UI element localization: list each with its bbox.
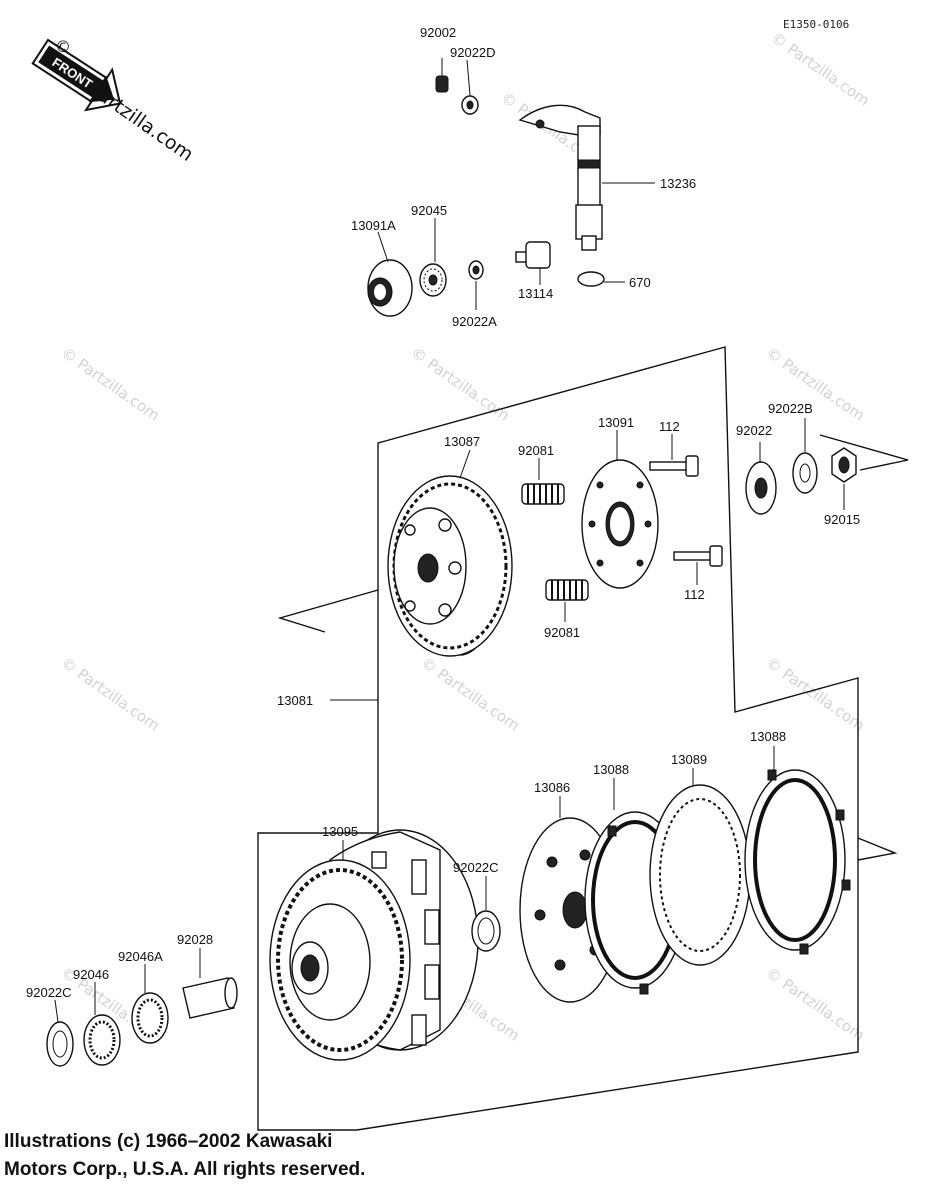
label-92022C-center: 92022C [453,860,499,875]
watermark: © Partzilla.com [58,344,163,425]
part-92081-spring-lower [545,579,589,601]
part-92022C-washer-left [46,1021,74,1067]
label-92046: 92046 [73,967,109,982]
label-13091A: 13091A [351,218,396,233]
label-13086: 13086 [534,780,570,795]
label-92022: 92022 [736,423,772,438]
label-92002: 92002 [420,25,456,40]
label-92028: 92028 [177,932,213,947]
diagram-code: E1350-0106 [783,18,849,31]
watermark: © Partzilla.com [763,964,868,1045]
part-92022D-washer [461,95,479,115]
part-92046-needle-bearing [83,1014,121,1066]
label-92015: 92015 [824,512,860,527]
watermark: © Partzilla.com [418,654,523,735]
part-13114-pusher [515,241,551,269]
assembly-13081-outline [257,346,859,1131]
front-arrow-site: Partzilla.com [85,78,197,166]
part-112-bolt-lower [673,545,723,567]
label-13089: 13089 [671,752,707,767]
part-13095-outer-housing [269,829,479,1061]
part-13087-hub [387,475,513,657]
part-13091-plate [581,459,659,589]
watermark: © Partzilla.com [58,654,163,735]
copyright-line-2: Motors Corp., U.S.A. All rights reserved… [4,1159,366,1180]
part-13088-friction-plate-2 [744,769,851,955]
part-92022B-washer [792,452,818,494]
part-13091A-cover [367,259,413,317]
part-13236-shaft [518,104,603,251]
watermark: © Partzilla.com [408,344,513,425]
part-92002-bolt [435,58,449,93]
label-92081-upper: 92081 [518,443,554,458]
label-13236: 13236 [660,176,696,191]
copyright-symbol: © [55,37,71,56]
label-92045: 92045 [411,203,447,218]
label-92081-lower: 92081 [544,625,580,640]
part-92045-bearing [419,263,447,297]
part-670-o-ring [577,271,605,287]
label-92046A: 92046A [118,949,163,964]
guide-lines [277,434,909,861]
part-112-bolt-upper [649,455,699,477]
label-13114: 13114 [518,286,553,301]
label-13081: 13081 [277,693,313,708]
part-92028-collar [182,977,238,1019]
label-13091: 13091 [598,415,634,430]
part-92022A-washer [468,260,484,280]
part-92015-nut [831,447,857,483]
label-112-upper: 112 [659,419,680,434]
part-92081-spring-upper [521,483,565,505]
label-92022B: 92022B [768,401,813,416]
part-92022C-washer-center [471,910,501,952]
part-13089-steel-plate [649,784,751,966]
label-112-lower: 112 [684,587,705,602]
label-13088-left: 13088 [593,762,629,777]
label-92022A: 92022A [452,314,497,329]
part-labels: 92002 92022D 13236 92045 13091A 13114 67… [26,25,860,1000]
part-92046A-needle-bearing [131,992,169,1044]
copyright-notice: Illustrations (c) 1966–2002 Kawasaki Mot… [4,1128,365,1184]
part-92022-lockwasher [745,461,777,515]
watermark: © Partzilla.com [763,654,868,735]
label-13087: 13087 [444,434,480,449]
watermark: © Partzilla.com [768,29,873,110]
label-670: 670 [629,275,651,290]
label-13088-right: 13088 [750,729,786,744]
label-13095: 13095 [322,824,358,839]
copyright-line-1: Illustrations (c) 1966–2002 Kawasaki [4,1131,333,1152]
label-92022D: 92022D [450,45,496,60]
front-arrow-icon: FRONT [31,38,122,112]
label-92022C-left: 92022C [26,985,72,1000]
